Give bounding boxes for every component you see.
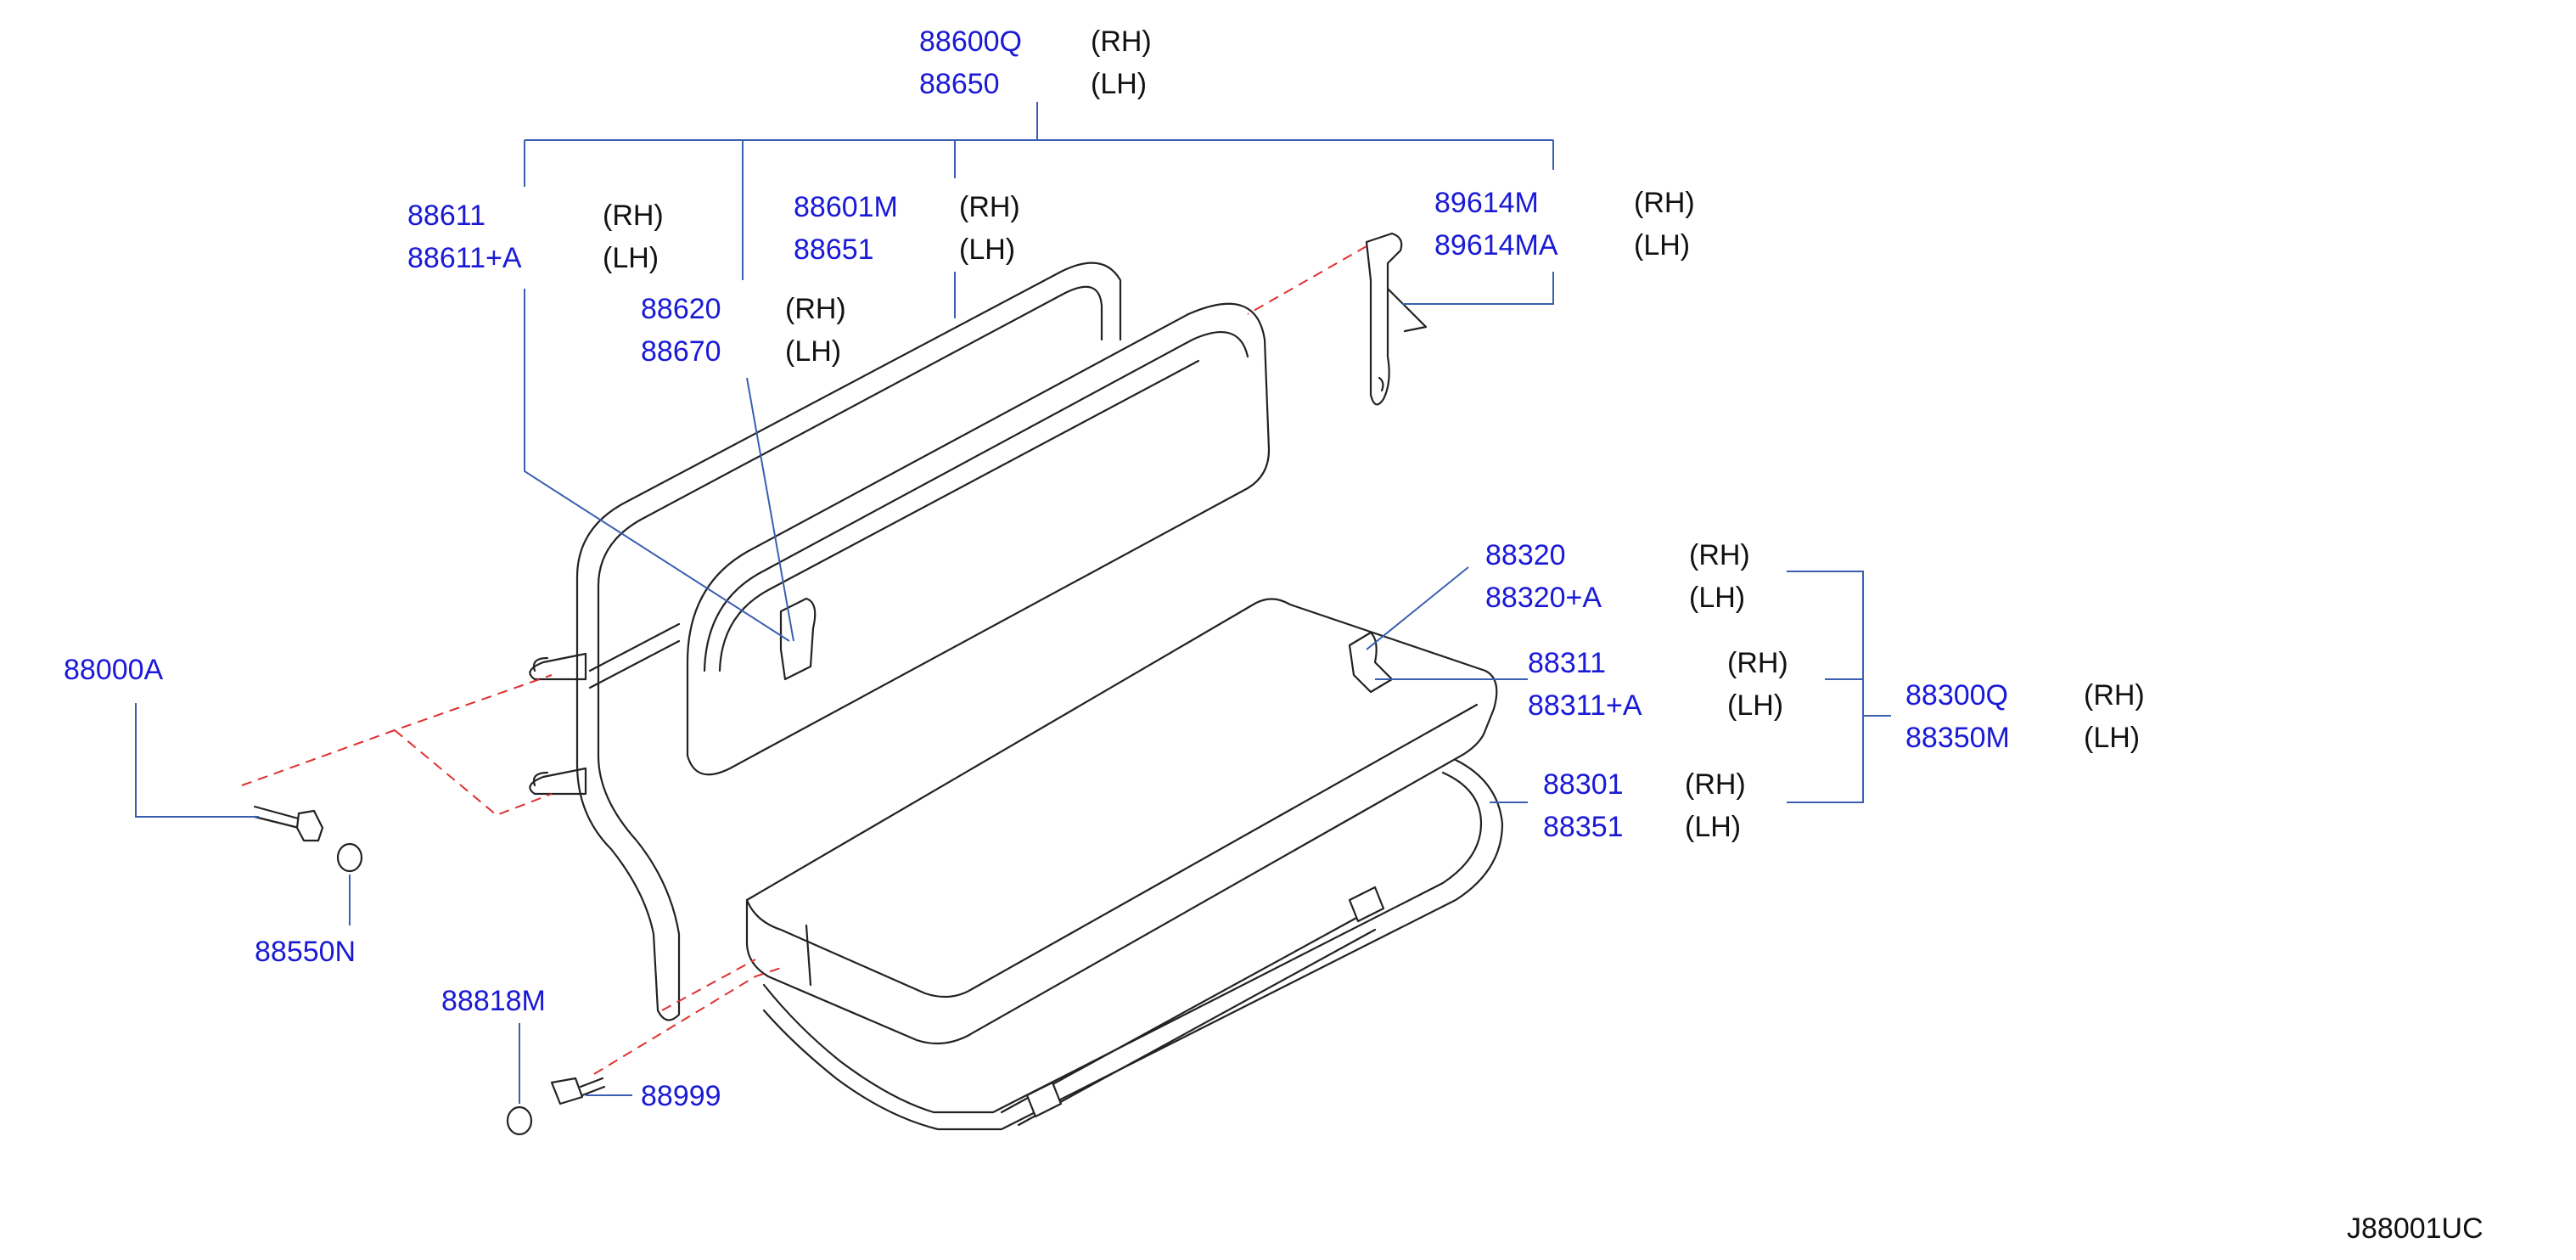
label-88818M: 88818M	[441, 985, 546, 1017]
label-88670: 88670	[641, 335, 721, 368]
phantom-lines	[241, 245, 1367, 1075]
label-88311-side: (RH)	[1727, 647, 1788, 679]
seat-bottom-crossbar	[1000, 915, 1377, 1127]
label-89614M-side: (RH)	[1634, 187, 1695, 219]
seat-cushion-front-crease	[805, 924, 812, 987]
label-88301-side: (RH)	[1685, 768, 1746, 801]
seat-bottom-bushing-2	[1348, 886, 1385, 923]
seat-cushion	[745, 598, 1498, 1045]
label-88311A-side: (LH)	[1727, 689, 1783, 722]
label-88601M: 88601M	[794, 191, 898, 223]
seat-cushion-clip	[1348, 631, 1394, 694]
label-88350M-side: (LH)	[2084, 722, 2140, 754]
label-88999: 88999	[641, 1080, 721, 1112]
label-88300Q-side: (RH)	[2084, 679, 2145, 712]
seat-back-frame	[575, 262, 1122, 672]
label-88351-side: (LH)	[1685, 811, 1741, 843]
label-88301: 88301	[1543, 768, 1624, 801]
label-88601M-side: (RH)	[959, 191, 1020, 223]
label-88311A: 88311+A	[1528, 689, 1642, 722]
frame-bracket-upper	[529, 652, 587, 681]
bolt-88999	[550, 1077, 606, 1105]
label-88550N: 88550N	[255, 936, 356, 968]
seat-back-frame-crossbar	[588, 622, 681, 689]
seat-back-frame-leg	[575, 669, 681, 1021]
label-88320-side: (RH)	[1689, 539, 1750, 571]
seat-back-cushion-edge	[703, 331, 1249, 672]
label-88670-side: (LH)	[785, 335, 841, 368]
label-88320A-side: (LH)	[1689, 582, 1745, 614]
frame-bracket-lower	[529, 767, 587, 796]
label-88600Q: 88600Q	[919, 25, 1022, 58]
cap-88818M	[506, 1105, 533, 1136]
bolt-88000A	[253, 805, 324, 842]
seat-back-cushion	[686, 302, 1271, 776]
label-88600Q-side: (RH)	[1091, 25, 1152, 58]
label-89614MA: 89614MA	[1434, 229, 1558, 262]
label-88000A: 88000A	[64, 654, 164, 686]
label-88611-side: (RH)	[603, 200, 664, 232]
label-88650-side: (LH)	[1091, 68, 1147, 100]
part-labels: 88600Q (RH) 88650 (LH) 88611 (RH) 88611+…	[64, 25, 2483, 1245]
label-89614M: 89614M	[1434, 187, 1539, 219]
label-88620-side: (RH)	[785, 293, 846, 325]
label-88651-side: (LH)	[959, 233, 1015, 266]
label-88320: 88320	[1485, 539, 1566, 571]
leader-lines	[135, 102, 1891, 1104]
label-88320A: 88320+A	[1485, 582, 1602, 614]
label-88311: 88311	[1528, 647, 1606, 679]
label-88350M: 88350M	[1905, 722, 2010, 754]
label-89614MA-side: (LH)	[1634, 229, 1690, 262]
label-88620: 88620	[641, 293, 721, 325]
seat-cushion-top-edge	[745, 703, 1479, 998]
cap-88550N	[336, 842, 363, 873]
label-88611A: 88611+A	[407, 242, 522, 274]
label-88650: 88650	[919, 68, 1000, 100]
seat-hook-striker	[1365, 232, 1428, 406]
label-88300Q: 88300Q	[1905, 679, 2008, 712]
label-88611A-side: (LH)	[603, 242, 659, 274]
label-88651: 88651	[794, 233, 874, 266]
label-88351: 88351	[1543, 811, 1624, 843]
label-88611: 88611	[407, 200, 485, 232]
seat-bottom-bushing-1	[1025, 1081, 1063, 1118]
seat-back-cushion-edge2	[718, 359, 1200, 672]
diagram-code: J88001UC	[2347, 1212, 2483, 1245]
